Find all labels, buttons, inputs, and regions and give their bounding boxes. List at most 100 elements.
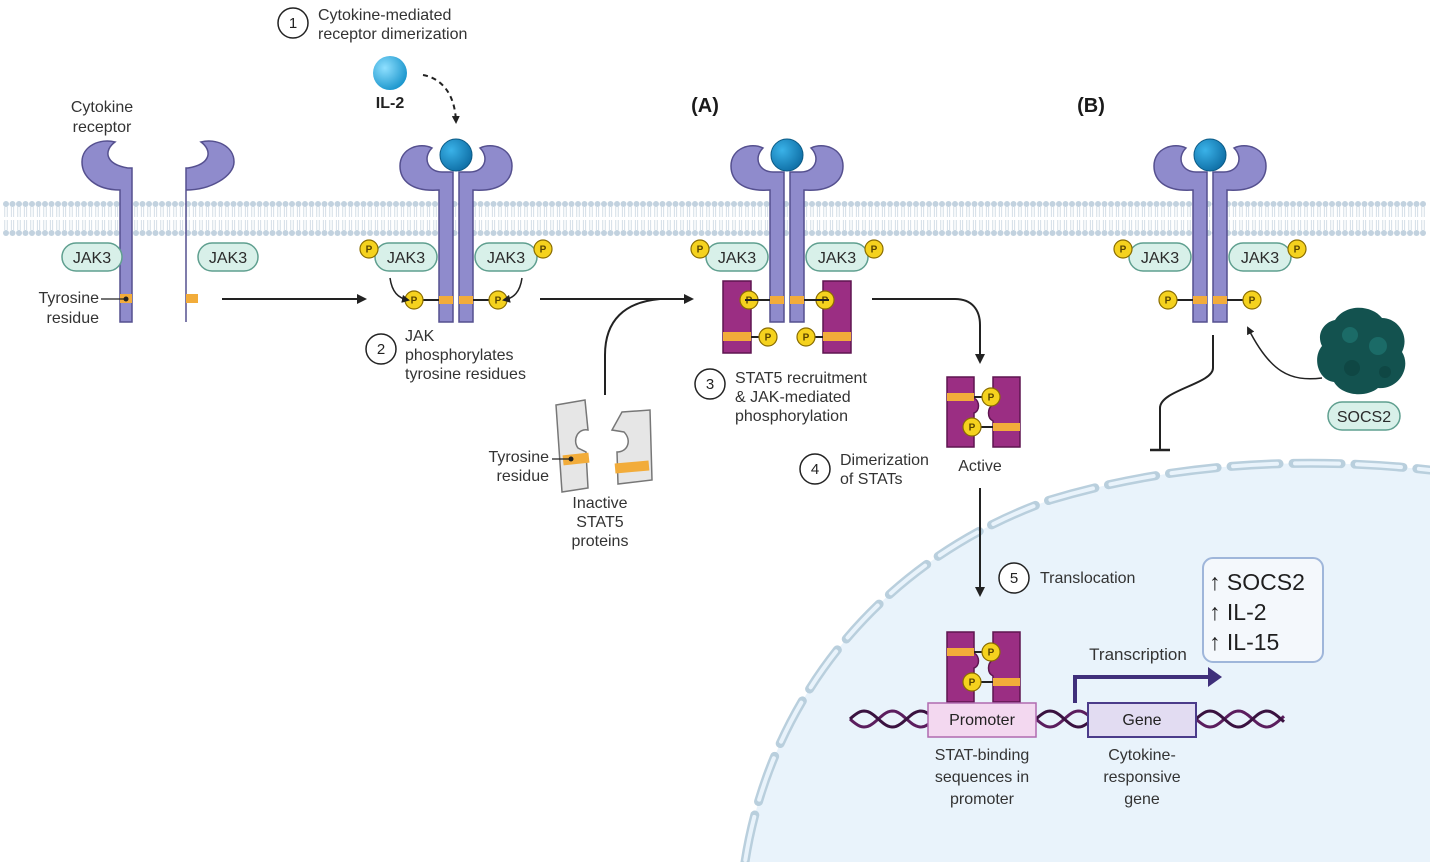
step-1-line-2: receptor dimerization xyxy=(318,26,467,43)
phosphate-group: P xyxy=(981,387,1001,407)
cytokine-receptor-label-2: receptor xyxy=(73,119,132,136)
svg-text:gene: gene xyxy=(1124,791,1160,808)
step-3: 3 STAT5 recruitment & JAK-mediated phosp… xyxy=(694,368,867,425)
receptor-unbound xyxy=(81,140,235,323)
active-label: Active xyxy=(958,458,1002,475)
svg-text:STAT-binding: STAT-binding xyxy=(935,747,1030,764)
phosphate-group: P xyxy=(690,239,710,259)
phosphate-group: P xyxy=(758,327,778,347)
svg-text:P: P xyxy=(765,333,772,344)
svg-text:of STATs: of STATs xyxy=(840,471,903,488)
svg-text:& JAK-mediated: & JAK-mediated xyxy=(735,389,851,406)
cytokine-receptor-label-1: Cytokine xyxy=(71,99,133,116)
svg-text:P: P xyxy=(411,296,418,307)
svg-text:proteins: proteins xyxy=(572,533,629,550)
svg-text:P: P xyxy=(803,333,810,344)
svg-text:promoter: promoter xyxy=(950,791,1015,808)
jak3-right: JAK3 xyxy=(1228,242,1292,272)
svg-text:P: P xyxy=(697,245,704,256)
svg-text:P: P xyxy=(871,245,878,256)
svg-text:P: P xyxy=(1294,245,1301,256)
jak3-left: JAK3 xyxy=(1128,242,1192,272)
phosphate-group: P xyxy=(796,327,816,347)
svg-text:5: 5 xyxy=(1010,570,1018,587)
phosphate-group: P xyxy=(359,239,379,259)
il2-ligand: IL-2 xyxy=(373,56,460,124)
svg-text:3: 3 xyxy=(706,376,714,393)
svg-text:phosphorylation: phosphorylation xyxy=(735,408,848,425)
promoter-box: Promoter xyxy=(927,702,1037,738)
step-1: 1 Cytokine-mediated receptor dimerizatio… xyxy=(277,7,467,43)
svg-text:JAK3: JAK3 xyxy=(387,250,425,267)
svg-text:P: P xyxy=(1165,296,1172,307)
phosphate-group: P xyxy=(864,239,884,259)
svg-text:4: 4 xyxy=(811,461,819,478)
tyrosine-label-2: residue xyxy=(47,310,100,327)
svg-text:JAK3: JAK3 xyxy=(818,250,856,267)
upregulated-item: ↑ IL-2 xyxy=(1209,599,1267,625)
tyrosine-label-1: Tyrosine xyxy=(39,290,100,307)
svg-text:STAT5 recruitment: STAT5 recruitment xyxy=(735,370,867,387)
svg-text:Translocation: Translocation xyxy=(1040,570,1135,587)
step-1-line-1: Cytokine-mediated xyxy=(318,7,451,24)
svg-text:JAK3: JAK3 xyxy=(209,250,247,267)
jak3-left: JAK3 xyxy=(705,242,769,272)
socs2-protein xyxy=(1317,307,1406,395)
transcription-label: Transcription xyxy=(1089,645,1187,664)
svg-text:2: 2 xyxy=(377,341,385,358)
jak3-right: JAK3 xyxy=(805,242,869,272)
jak3-unbound-left: JAK3 xyxy=(61,242,123,272)
svg-text:sequences in: sequences in xyxy=(935,769,1029,786)
jak3-right: JAK3 xyxy=(474,242,538,272)
svg-text:JAK3: JAK3 xyxy=(1241,250,1279,267)
stat5-active-dimer: PP xyxy=(946,631,1021,703)
svg-text:P: P xyxy=(1249,296,1256,307)
upregulated-item: ↑ IL-15 xyxy=(1209,629,1279,655)
svg-text:P: P xyxy=(1120,245,1127,256)
phosphate-group: P xyxy=(1287,239,1307,259)
phosphate-group: P xyxy=(962,672,982,692)
svg-text:SOCS2: SOCS2 xyxy=(1337,409,1391,426)
phosphate-group: P xyxy=(1158,290,1178,310)
svg-text:Tyrosine: Tyrosine xyxy=(489,449,550,466)
svg-text:phosphorylates: phosphorylates xyxy=(405,347,514,364)
svg-text:Inactive: Inactive xyxy=(572,495,627,512)
receptor-dimer-2: JAK3JAK3PPPPPP xyxy=(690,138,884,354)
svg-text:Gene: Gene xyxy=(1122,712,1161,729)
phosphate-group: P xyxy=(533,239,553,259)
step-4: 4 Dimerization of STATs xyxy=(799,452,929,488)
svg-text:Cytokine-: Cytokine- xyxy=(1108,747,1176,764)
nucleus xyxy=(740,458,1430,862)
panel-b-label: (B) xyxy=(1077,95,1105,117)
svg-text:P: P xyxy=(540,245,547,256)
svg-text:P: P xyxy=(969,423,976,434)
panel-a-label: (A) xyxy=(691,95,719,117)
gene-box: Gene xyxy=(1087,702,1197,738)
step-5: 5 Translocation xyxy=(998,562,1135,594)
phosphate-group: P xyxy=(1113,239,1133,259)
svg-text:P: P xyxy=(969,678,976,689)
svg-text:P: P xyxy=(988,648,995,659)
phosphate-group: P xyxy=(962,417,982,437)
svg-text:P: P xyxy=(495,296,502,307)
svg-text:P: P xyxy=(366,245,373,256)
svg-text:Promoter: Promoter xyxy=(949,712,1015,729)
phosphate-group: P xyxy=(1242,290,1262,310)
upregulated-item: ↑ SOCS2 xyxy=(1209,569,1305,595)
svg-text:Dimerization: Dimerization xyxy=(840,452,929,469)
svg-text:JAK3: JAK3 xyxy=(718,250,756,267)
upregulated-genes-box: ↑ SOCS2 ↑ IL-2 ↑ IL-15 xyxy=(1202,557,1324,663)
svg-text:STAT5: STAT5 xyxy=(576,514,624,531)
step-number: 1 xyxy=(289,15,297,32)
svg-text:responsive: responsive xyxy=(1103,769,1180,786)
svg-text:JAK3: JAK3 xyxy=(1141,250,1179,267)
socs2-label: SOCS2 xyxy=(1327,401,1401,431)
dna-strand xyxy=(848,709,1286,729)
svg-text:tyrosine residues: tyrosine residues xyxy=(405,366,526,383)
inactive-stat5 xyxy=(552,399,653,493)
step-2: 2 JAK phosphorylates tyrosine residues xyxy=(365,328,526,383)
